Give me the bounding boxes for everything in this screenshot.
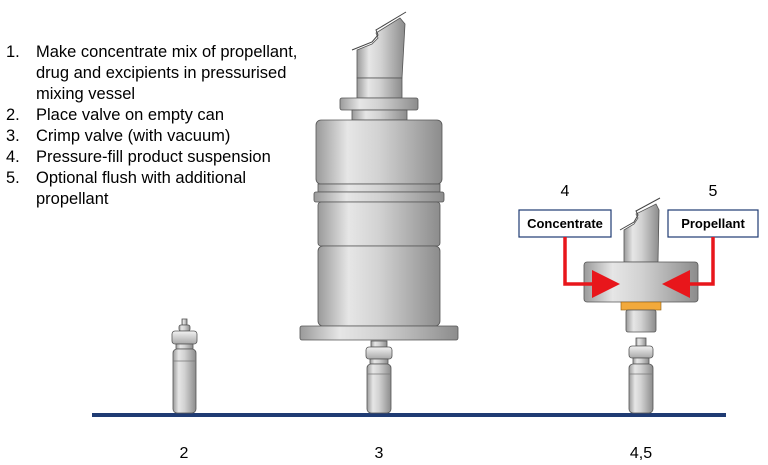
- step-5: 5. Optional flush with additional propell…: [6, 168, 306, 210]
- valve-seal: [620, 301, 662, 311]
- step-5-number: 5.: [6, 169, 20, 187]
- step-4-text: Pressure-fill product suspension: [36, 148, 271, 166]
- step-3-number: 3.: [6, 127, 20, 145]
- concentrate-box-label: Concentrate: [527, 216, 603, 231]
- conveyor-belt: [92, 413, 726, 417]
- station-2-label: 2: [180, 445, 189, 462]
- fill-label-5: 5: [709, 183, 718, 200]
- step-1-number: 1.: [6, 43, 20, 61]
- step-1-text: Make concentrate mix of propellant, drug…: [36, 43, 298, 103]
- step-5-text: Optional flush with additional propellan…: [36, 169, 247, 208]
- concentrate-box: [518, 209, 612, 238]
- crimp-head: [299, 11, 459, 341]
- station-45-can: [628, 337, 654, 414]
- process-steps-list: 1. Make concentrate mix of propellant, dr…: [6, 42, 306, 210]
- step-1: 1. Make concentrate mix of propellant, dr…: [6, 42, 306, 105]
- fill-label-4: 4: [561, 183, 570, 200]
- step-2: 2. Place valve on empty can: [6, 105, 306, 126]
- station-2-can: [171, 318, 198, 414]
- concentrate-arrow: [563, 237, 620, 298]
- step-2-text: Place valve on empty can: [36, 106, 225, 124]
- station-45-label: 4,5: [630, 445, 652, 462]
- step-4: 4. Pressure-fill product suspension: [6, 147, 306, 168]
- step-2-number: 2.: [6, 106, 20, 124]
- step-3: 3. Crimp valve (with vacuum): [6, 126, 306, 147]
- propellant-box: [667, 209, 759, 238]
- station-3-label: 3: [375, 445, 384, 462]
- propellant-box-label: Propellant: [681, 216, 745, 231]
- step-3-text: Crimp valve (with vacuum): [36, 127, 231, 145]
- step-4-number: 4.: [6, 148, 20, 166]
- station-3-can: [365, 340, 393, 414]
- propellant-arrow: [662, 237, 715, 298]
